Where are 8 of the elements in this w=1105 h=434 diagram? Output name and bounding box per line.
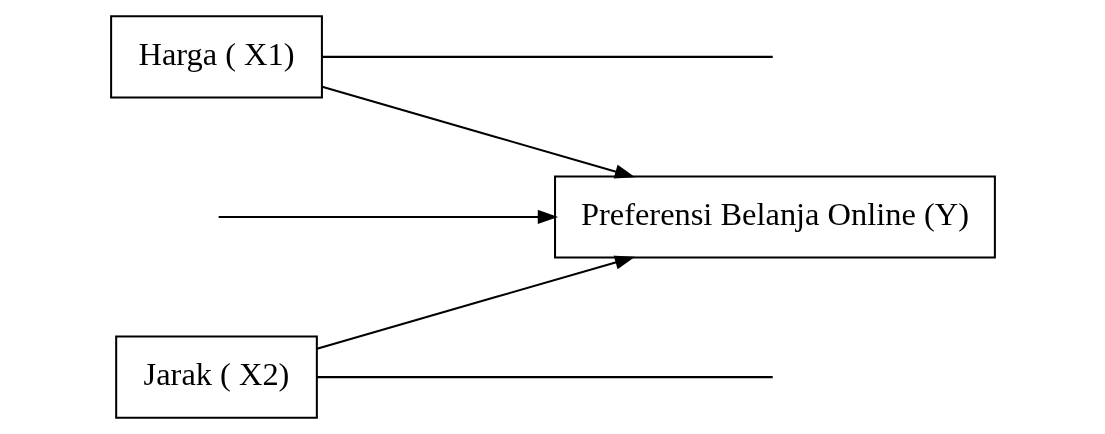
- connector: [316, 376, 773, 379]
- arrow: [316, 255, 635, 350]
- connector: [321, 55, 773, 58]
- arrow: [321, 85, 635, 179]
- node-box: Preferensi Belanja Online (Y): [553, 175, 996, 259]
- node-box: Jarak ( X2): [114, 335, 318, 419]
- node-box: Harga ( X1): [109, 15, 323, 99]
- arrow: [218, 209, 558, 225]
